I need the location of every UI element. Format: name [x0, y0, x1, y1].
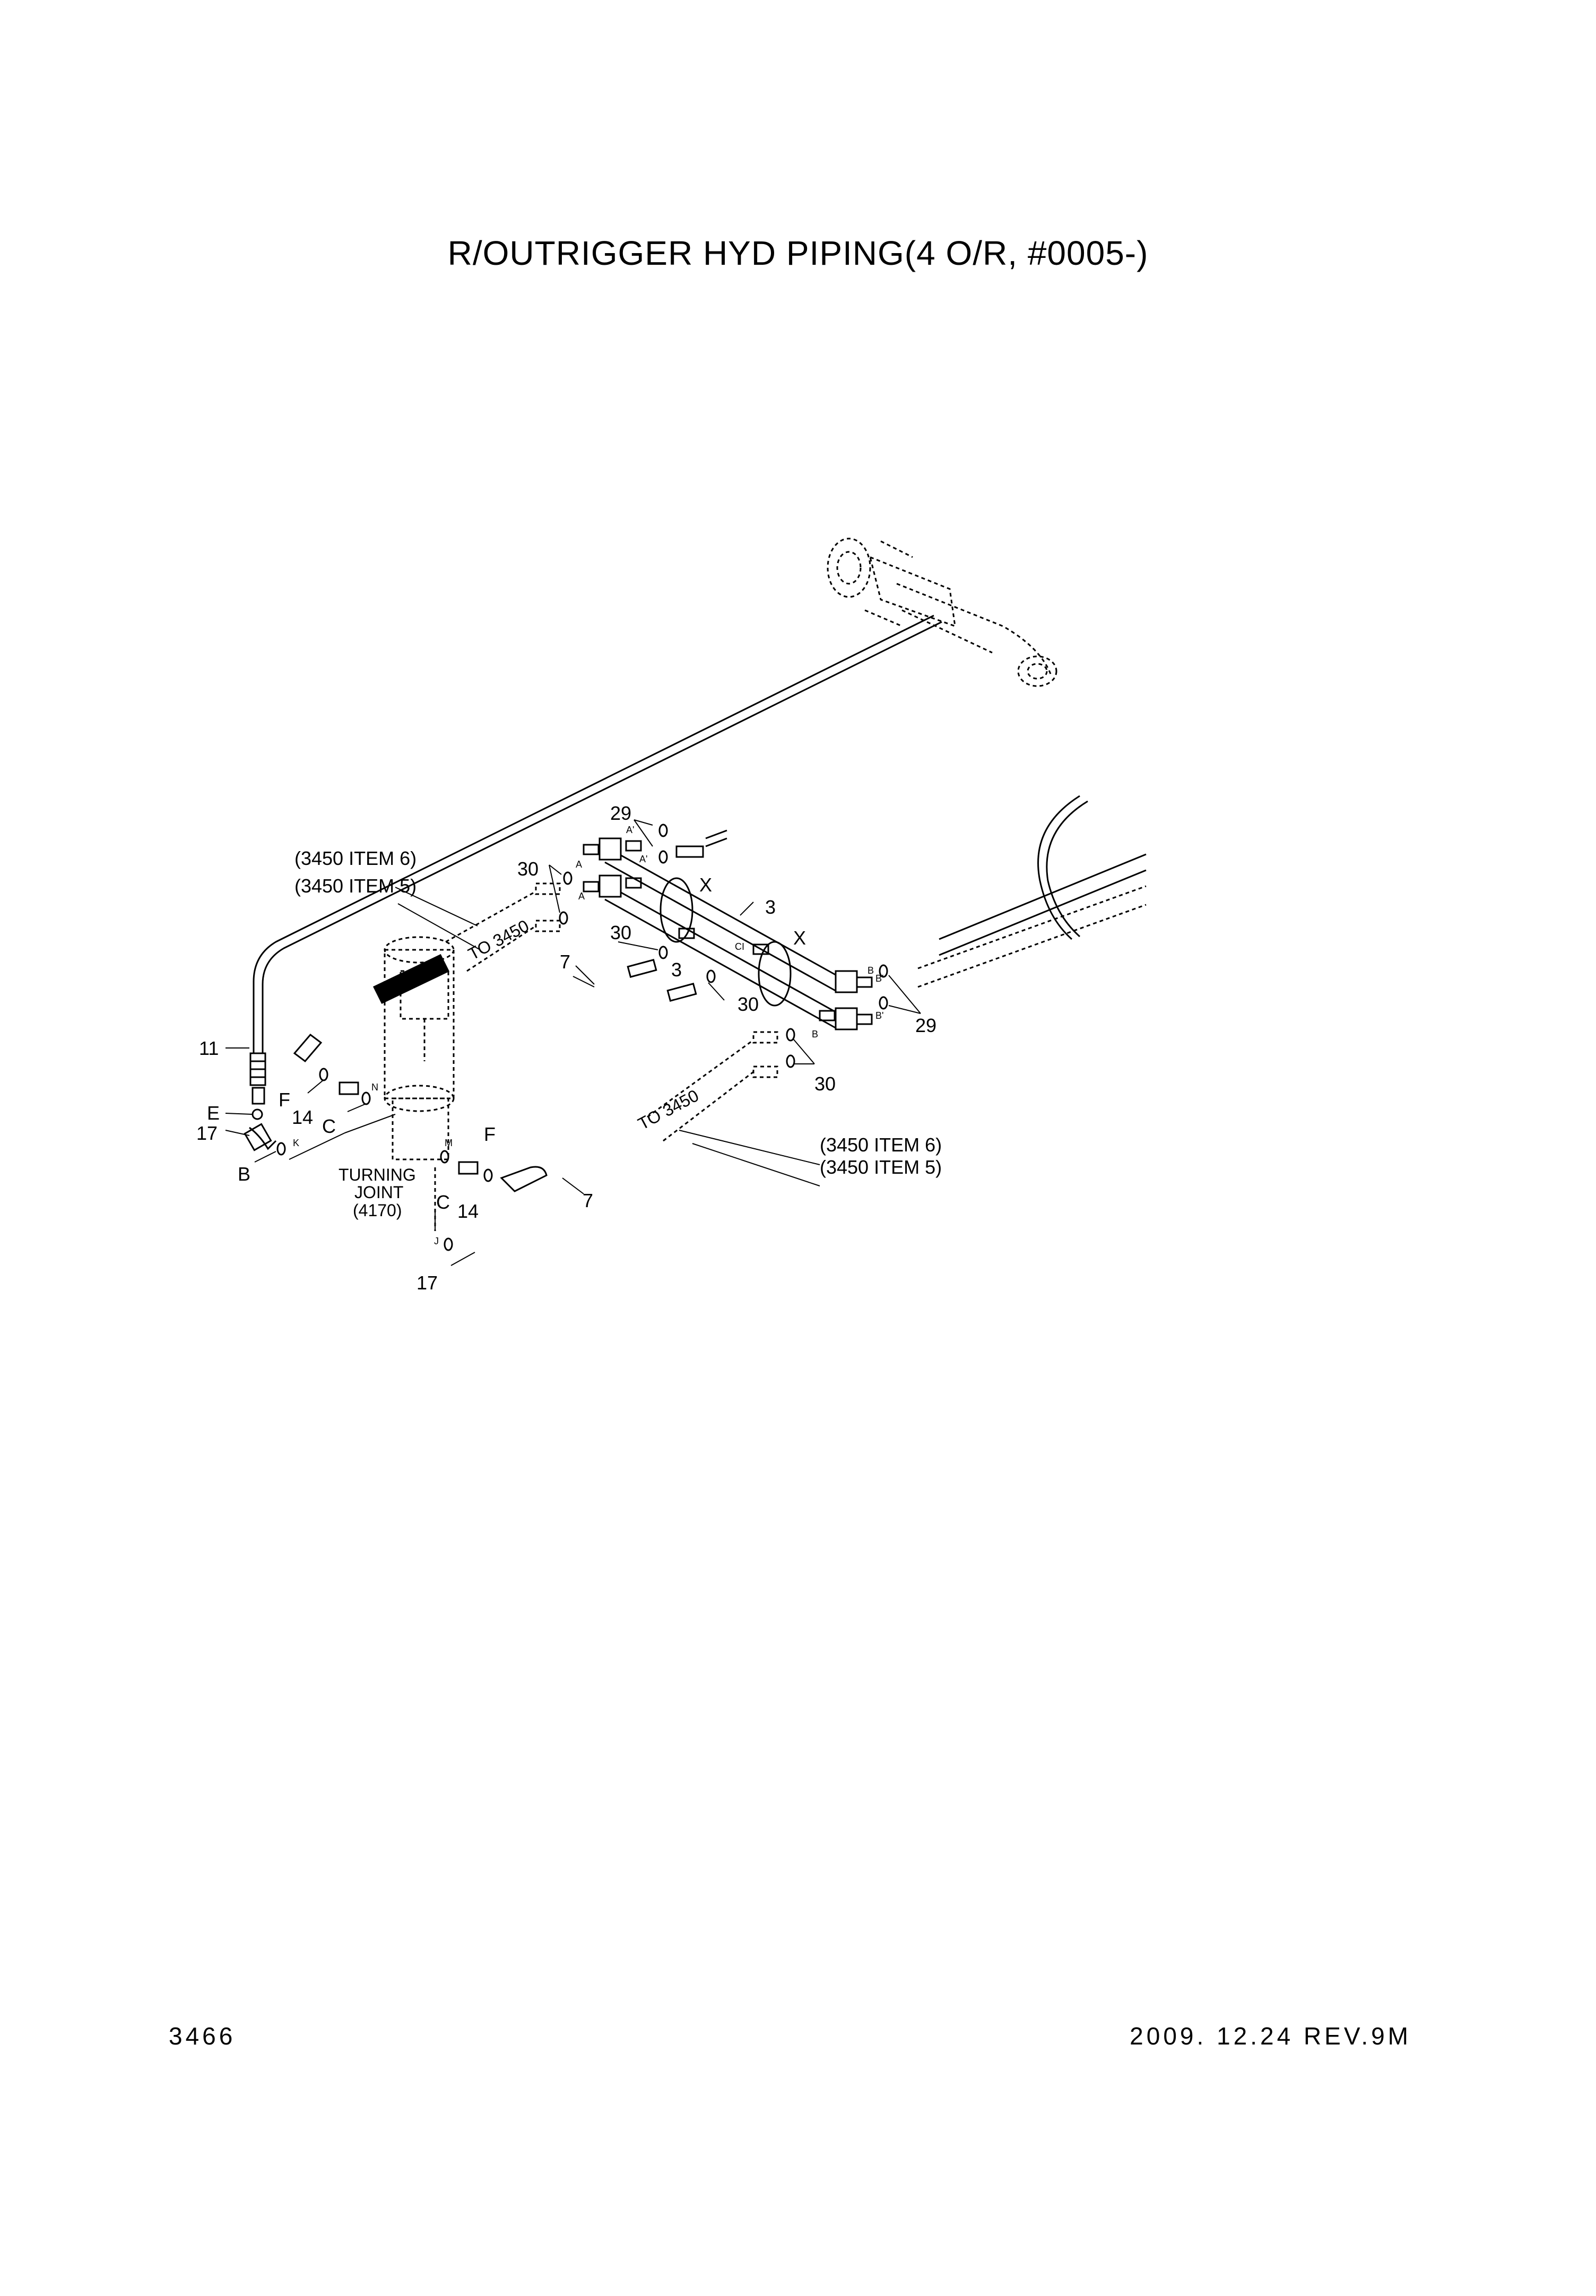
callout-17-b: 17 [417, 1272, 438, 1294]
leader-lines [225, 819, 921, 1266]
port-mark-b-2: B [812, 1029, 818, 1039]
port-mark-a-1: A [576, 859, 582, 870]
label-3450-item5-top: (3450 ITEM 5) [294, 875, 417, 897]
port-mark-n: N [371, 1082, 378, 1093]
callout-c-b: C [436, 1191, 450, 1213]
callout-c-a: C [322, 1115, 336, 1137]
port-mark-b-prime-2: B' [875, 1010, 883, 1021]
callout-30-b: 30 [610, 922, 631, 943]
callout-7-a: 7 [560, 951, 570, 973]
port-mark-a-prime-1: A' [626, 825, 634, 835]
callout-f-a: F [279, 1089, 290, 1111]
callout-14-b: 14 [457, 1200, 479, 1222]
adaptors [535, 829, 778, 1078]
turning-joint-label-3: (4170) [353, 1201, 402, 1220]
callout-11: 11 [199, 1037, 219, 1059]
callout-e: E [207, 1102, 220, 1124]
callout-x-a: X [699, 874, 712, 896]
callout-17-a: 17 [196, 1122, 218, 1144]
callout-30-d: 30 [814, 1073, 836, 1095]
to-3450-hoses [445, 890, 754, 1142]
port-mark-a-2: A [578, 891, 585, 902]
revision-date: 2009. 12.24 REV.9M [1130, 2022, 1411, 2050]
o-rings [559, 824, 888, 1068]
main-pipe [249, 614, 942, 1105]
callout-29-right: 29 [915, 1015, 936, 1036]
callout-3-b: 3 [671, 959, 682, 981]
manifold-assembly [583, 837, 873, 1030]
label-to-3450-bottom: TO 3450 [635, 1086, 701, 1133]
turning-joint-label-2: JOINT [354, 1183, 403, 1202]
label-3450-item5-bottom: (3450 ITEM 5) [820, 1156, 942, 1178]
page-title: R/OUTRIGGER HYD PIPING(4 O/R, #0005-) [447, 234, 1149, 272]
callout-3-a: 3 [765, 896, 776, 918]
turning-joint [384, 936, 455, 1160]
callout-14-a: 14 [292, 1106, 313, 1128]
port-mark-a-prime-2: A' [639, 854, 647, 864]
port-mark-k: K [293, 1138, 299, 1148]
port-mark-b-1: B [868, 965, 874, 976]
outrigger-cylinder [827, 538, 1057, 687]
turning-joint-plate [372, 954, 450, 1004]
callout-30-a: 30 [517, 858, 539, 880]
label-to-3450-top: TO 3450 [465, 916, 532, 964]
callout-29-top: 29 [610, 802, 631, 824]
turning-joint-label-1: TURNING [339, 1165, 416, 1184]
callout-30-c: 30 [738, 993, 759, 1015]
port-mark-b-prime-1: B' [875, 973, 883, 984]
label-3450-item6-top: (3450 ITEM 6) [294, 847, 417, 869]
callout-7-b: 7 [583, 1190, 593, 1211]
port-mark-ci: CI [735, 941, 744, 952]
boom-lines [917, 795, 1147, 988]
page-number: 3466 [169, 2022, 236, 2050]
left-fittings [244, 1033, 548, 1251]
port-mark-m: M [445, 1138, 453, 1148]
label-3450-item6-bottom: (3450 ITEM 6) [820, 1134, 942, 1156]
callout-b: B [238, 1163, 250, 1185]
callout-x-b: X [793, 927, 806, 949]
callout-f-b: F [484, 1123, 496, 1145]
port-mark-j: J [434, 1236, 439, 1246]
